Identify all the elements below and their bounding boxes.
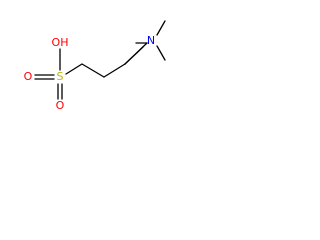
atom-label-n: N (147, 34, 155, 47)
bond-c2-c3 (103, 63, 126, 78)
atom-label-o-bottom: O (56, 99, 65, 112)
bond-s-c1 (65, 63, 83, 75)
atom-label-s: S (57, 70, 64, 83)
atom-label-oh: OH (52, 36, 69, 49)
atom-label-o-left: O (24, 70, 33, 83)
bond-n-methyl-up (156, 20, 166, 36)
bond-c1-c2 (81, 63, 105, 78)
chemical-structure-diagram: OH S O O N (24, 20, 166, 112)
bond-n-methyl-down (156, 45, 166, 61)
bond-c4-n-path (124, 46, 144, 65)
